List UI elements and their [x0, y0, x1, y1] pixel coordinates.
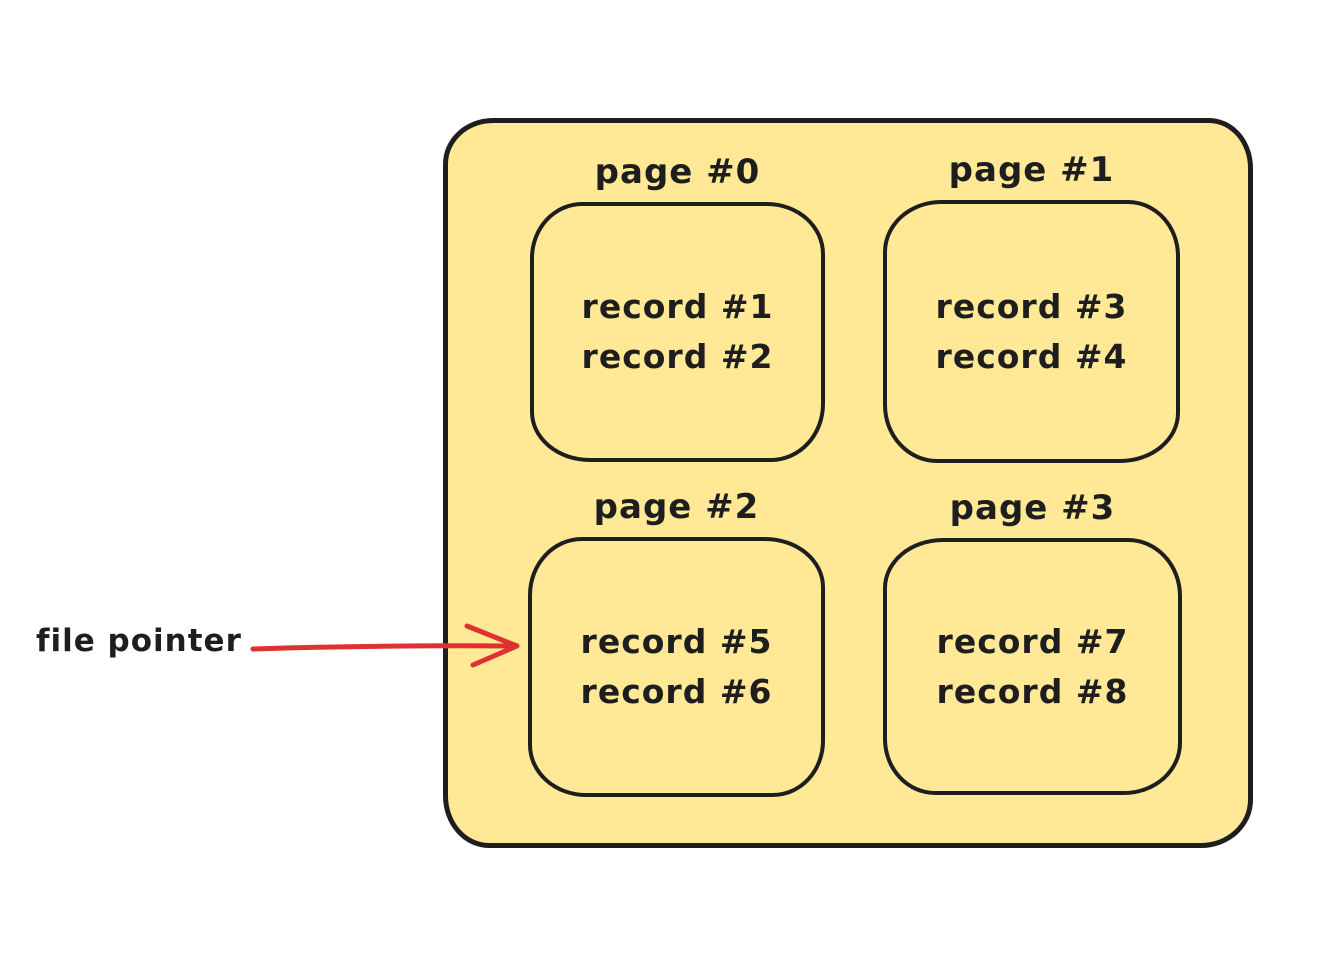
record-text: record #1 [581, 287, 774, 326]
file-pointer-label: file pointer [36, 623, 242, 659]
file-container: page #0 record #1 record #2 page #1 reco… [443, 118, 1253, 848]
page-unit-0: page #0 record #1 record #2 [530, 150, 825, 462]
page-label: page #0 [594, 152, 761, 192]
record-text: record #8 [936, 671, 1129, 711]
page-box: record #1 record #2 [530, 202, 825, 462]
page-unit-1: page #1 record #3 record #4 [883, 148, 1180, 463]
file-pointer-arrow-icon [250, 623, 520, 668]
page-box: record #5 record #6 [528, 537, 825, 797]
record-text: record #6 [580, 672, 773, 711]
record-text: record #3 [935, 286, 1128, 326]
page-label: page #3 [949, 488, 1116, 528]
page-box: record #3 record #4 [883, 200, 1180, 463]
page-label: page #1 [948, 150, 1115, 190]
record-text: record #4 [935, 336, 1128, 376]
record-text: record #7 [936, 621, 1129, 661]
page-unit-2: page #2 record #5 record #6 [528, 485, 825, 797]
page-unit-3: page #3 record #7 record #8 [883, 486, 1182, 795]
page-box: record #7 record #8 [883, 538, 1182, 795]
record-text: record #5 [580, 622, 773, 661]
record-text: record #2 [581, 337, 774, 376]
page-label: page #2 [593, 487, 760, 527]
